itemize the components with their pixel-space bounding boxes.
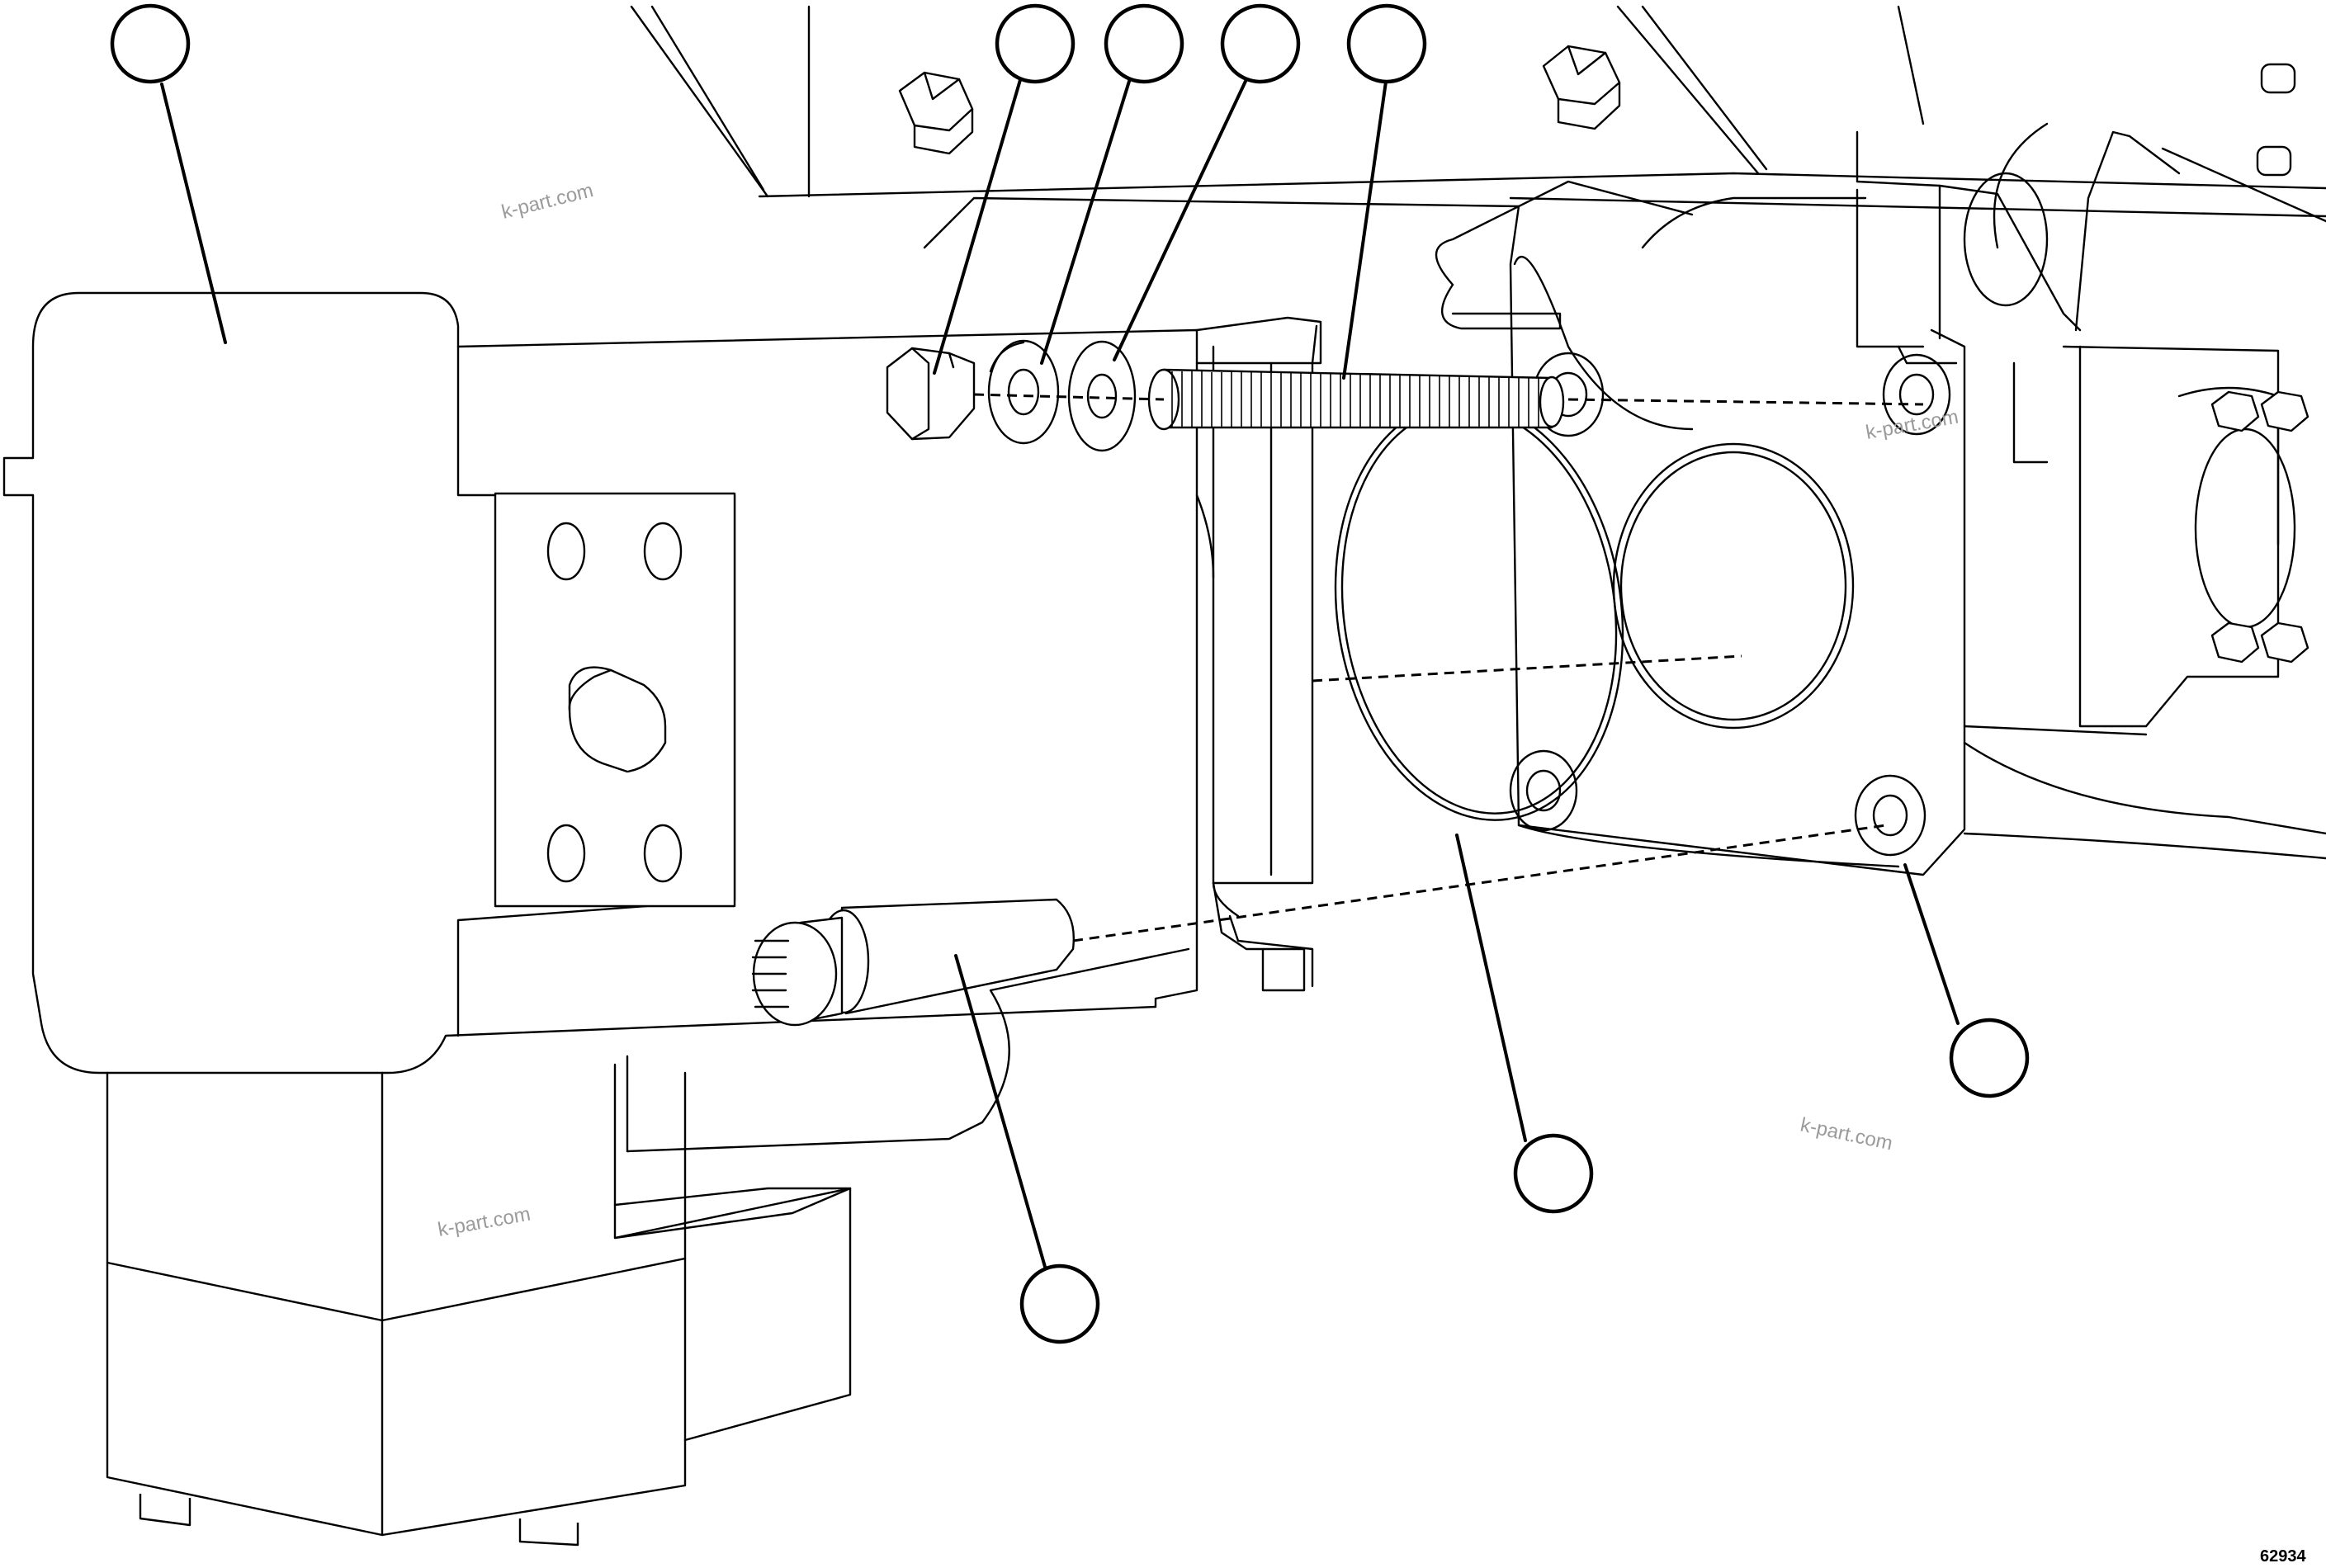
chassis-frame <box>630 5 2326 340</box>
spline-teeth <box>751 939 790 1008</box>
watermark-3: k-part.com <box>1799 1113 1894 1155</box>
flange-bolts <box>2210 390 2309 664</box>
pump-housing <box>2 291 1322 1547</box>
gearbox-housing <box>1509 188 2326 876</box>
callout-dowel-pin[interactable] <box>1949 1018 2030 1098</box>
threaded-stud <box>1147 368 1565 431</box>
callout-housing[interactable] <box>110 3 191 84</box>
assembly-centerlines <box>973 393 1924 942</box>
callout-flat-washer[interactable] <box>1220 3 1301 84</box>
fastener-stack <box>886 339 1565 452</box>
callout-stud[interactable] <box>1346 3 1427 84</box>
callout-balloons <box>110 3 2030 1344</box>
leader-lines <box>160 73 1960 1268</box>
callout-o-ring[interactable] <box>1513 1133 1594 1214</box>
callout-shaft[interactable] <box>1019 1263 1100 1344</box>
callout-lock-washer[interactable] <box>1104 3 1184 84</box>
callout-nut[interactable] <box>995 3 1076 84</box>
shaft <box>751 898 1075 1027</box>
watermark-1: k-part.com <box>499 179 596 224</box>
adapter-plate <box>1212 324 1318 992</box>
watermark-2: k-part.com <box>1864 406 1960 444</box>
port-bolts <box>546 522 683 883</box>
figure-number: 62934 <box>2260 1547 2306 1566</box>
o-ring <box>1334 400 1624 821</box>
watermark-4: k-part.com <box>436 1203 532 1241</box>
